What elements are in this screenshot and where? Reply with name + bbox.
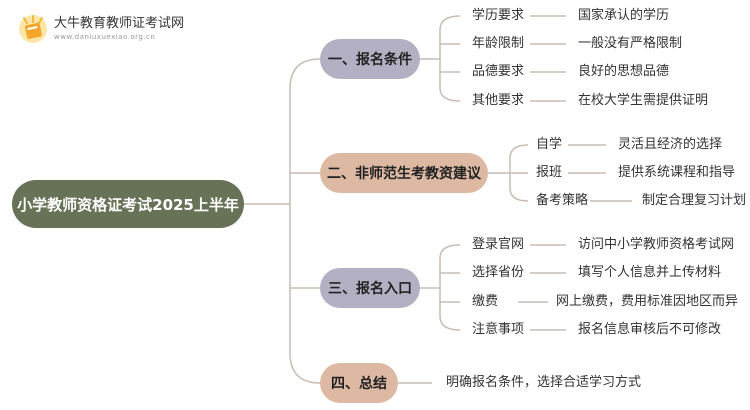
connector-b1-spine	[439, 15, 461, 102]
node-notes: 注意事项	[472, 322, 525, 337]
root-node: 小学教师资格证考试2025上半年	[12, 180, 244, 228]
detail-select-province: 填写个人信息并上传材料	[578, 265, 722, 280]
detail-training-class: 提供系统课程和指导	[618, 165, 736, 180]
brand-logo: 大牛教育教师证考试网 www.daniuxuexiao.org.cn	[18, 14, 184, 44]
node-moral-requirement: 品德要求	[472, 64, 525, 79]
node-training-class: 报班	[536, 165, 563, 180]
brand-title: 大牛教育教师证考试网	[54, 16, 185, 31]
branch-registration-entry: 三、报名入口	[320, 268, 420, 308]
branch-summary: 四、总结	[320, 363, 398, 403]
node-login-website: 登录官网	[472, 237, 525, 252]
detail-prep-strategy: 制定合理复习计划	[642, 193, 747, 208]
branch-non-normal-advice: 二、非师范生考教资建议	[320, 153, 488, 193]
node-education-requirement: 学历要求	[472, 8, 525, 23]
connector-spine	[289, 58, 321, 384]
detail-payment: 网上缴费，费用标准因地区而异	[556, 294, 739, 309]
book-logo-icon	[19, 15, 47, 43]
node-prep-strategy: 备考策略	[536, 193, 589, 208]
node-other-requirement: 其他要求	[472, 93, 525, 108]
detail-age-limit: 一般没有严格限制	[578, 36, 683, 51]
detail-other-requirement: 在校大学生需提供证明	[578, 93, 709, 108]
detail-self-study: 灵活且经济的选择	[618, 137, 723, 152]
detail-education-requirement: 国家承认的学历	[578, 8, 670, 23]
connector-b3-spine	[439, 244, 461, 331]
detail-moral-requirement: 良好的思想品德	[578, 64, 670, 79]
node-payment: 缴费	[472, 294, 499, 309]
branch-registration-conditions: 一、报名条件	[320, 39, 420, 79]
node-select-province: 选择省份	[472, 265, 525, 280]
detail-login-website: 访问中小学教师资格考试网	[578, 237, 735, 252]
detail-notes: 报名信息审核后不可修改	[578, 322, 722, 337]
node-self-study: 自学	[536, 137, 563, 152]
summary-text: 明确报名条件，选择合适学习方式	[446, 375, 642, 390]
brand-url: www.daniuxuexiao.org.cn	[54, 33, 156, 41]
node-age-limit: 年龄限制	[472, 36, 525, 51]
